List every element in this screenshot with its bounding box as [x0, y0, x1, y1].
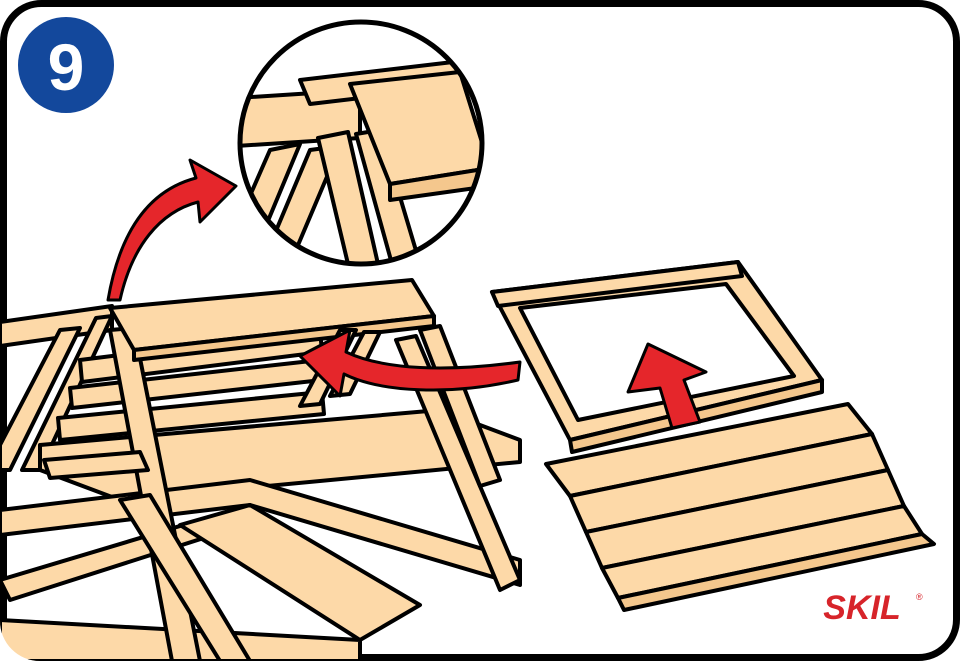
brand-name: SKIL: [823, 589, 900, 627]
step-number: 9: [48, 30, 85, 104]
registered-mark: ®: [916, 592, 923, 602]
roof-plank-panel: [544, 402, 936, 612]
curved-arrow-icon: [298, 328, 522, 398]
up-arrow-icon: [626, 342, 708, 430]
coop-frame-assembly: [0, 278, 522, 661]
skil-logo: SKIL ®: [823, 589, 923, 627]
step-number-badge-icon: 9: [18, 17, 114, 113]
curved-arrow-icon: [106, 158, 238, 302]
